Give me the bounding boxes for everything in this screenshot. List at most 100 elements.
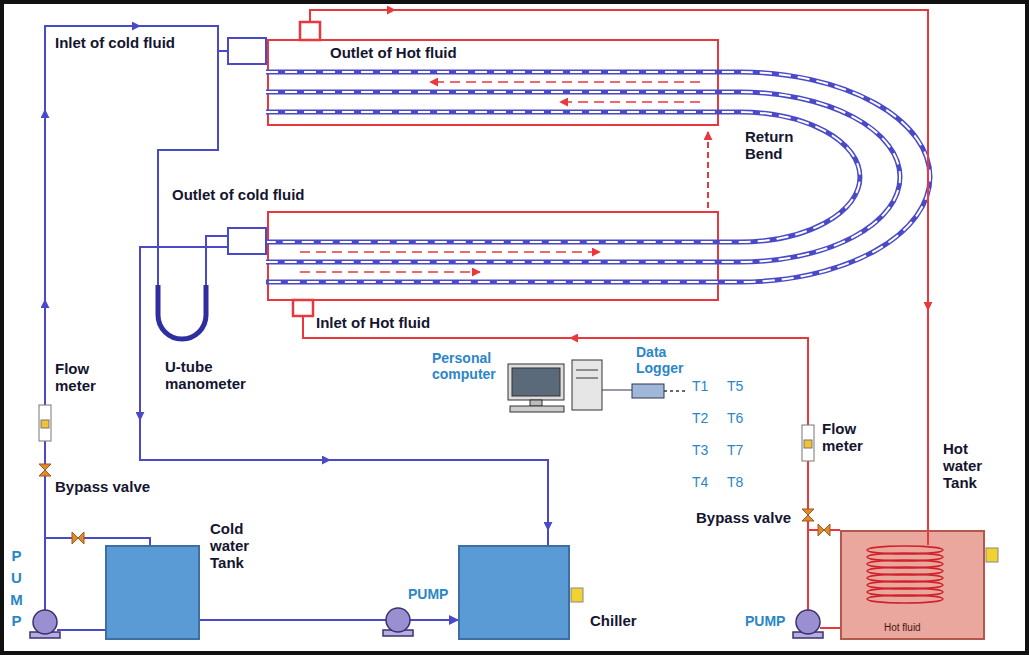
pump-symbol	[386, 608, 410, 632]
controller-box	[571, 548, 998, 602]
hot-pipe	[570, 337, 600, 339]
node-heading: Hot water Tank	[943, 440, 1001, 491]
cold-pipe	[140, 247, 548, 545]
hot-pipe	[370, 9, 395, 11]
hot-pipe	[303, 316, 808, 610]
part-label: Personal computer	[432, 350, 532, 382]
u-tube-bundle	[266, 92, 900, 262]
data-logger-icon	[632, 384, 664, 398]
part-label: Flow meter	[822, 420, 882, 454]
part-label: Flow meter	[55, 360, 110, 394]
tube-header	[228, 228, 266, 254]
controller-box	[986, 548, 998, 562]
tank-fill	[105, 545, 200, 640]
sensor-label: T1	[692, 378, 708, 394]
node-heading: Cold water Tank	[210, 520, 265, 571]
cold-pipe	[45, 26, 548, 630]
valve-symbol	[39, 464, 51, 476]
sensor-label: T7	[727, 442, 743, 458]
port-label: Inlet of Hot fluid	[316, 314, 430, 331]
valve-symbol	[818, 524, 830, 536]
cold-pipe	[45, 538, 150, 545]
computer-icon	[508, 360, 632, 412]
part-label: Bypass valve	[696, 509, 791, 526]
cold-pipe	[57, 629, 105, 631]
node-note: Hot fluid	[884, 622, 921, 633]
flow-meter-symbol	[41, 420, 49, 428]
u-tube-bundle	[266, 72, 930, 282]
heat-exchanger-shell	[430, 81, 700, 83]
cold-pipe	[110, 25, 140, 27]
computer-icon	[576, 370, 598, 378]
port-label: Outlet of Hot fluid	[330, 44, 457, 61]
u-tube-bundle	[266, 92, 900, 262]
sensor-label: T6	[727, 410, 743, 426]
computer-icon	[512, 368, 560, 396]
tube-header	[228, 38, 266, 64]
part-label: Bypass valve	[55, 478, 150, 495]
cold-pipe	[44, 300, 46, 330]
tank-fill	[458, 545, 570, 640]
computer-icon	[602, 390, 632, 391]
sensor-label: T8	[727, 474, 743, 490]
manometer-fluid	[158, 285, 206, 339]
flow-meter-symbol	[804, 440, 812, 448]
heat-exchanger-shell	[300, 271, 480, 273]
tank-fill	[840, 530, 985, 640]
pump-symbol	[33, 610, 57, 634]
flow-meter-symbol	[39, 405, 814, 461]
computer-icon	[508, 364, 564, 400]
heat-exchanger-shell	[300, 22, 320, 40]
valve-symbol	[802, 509, 814, 521]
heat-exchanger-shell	[300, 251, 600, 253]
u-tube-bundle	[266, 72, 930, 282]
u-tube-bundle	[266, 72, 930, 282]
heat-exchanger-shell	[268, 22, 718, 316]
part-label: Data Logger	[636, 344, 696, 376]
water-tank: Hot water TankHot fluid	[840, 530, 985, 640]
sensor-label: T4	[692, 474, 708, 490]
heat-exchanger-shell	[560, 101, 700, 103]
port-label: Inlet of cold fluid	[55, 34, 175, 51]
data-logger-icon	[632, 384, 686, 398]
sensor-label: T5	[727, 378, 743, 394]
flow-meter-symbol	[39, 405, 51, 441]
cold-pipe	[300, 459, 330, 461]
cold-pipe	[547, 500, 549, 530]
pump-label: PUMP	[408, 586, 448, 602]
pump-symbol	[796, 610, 820, 634]
computer-icon	[572, 360, 602, 410]
valve-symbol	[72, 532, 84, 544]
controller-box	[571, 588, 583, 602]
tube-header	[228, 38, 266, 254]
cold-pipe	[139, 390, 141, 420]
u-tube-bundle	[266, 112, 860, 242]
part-label: U-tube manometer	[165, 358, 260, 392]
port-label: Outlet of cold fluid	[172, 186, 304, 203]
heat-exchanger-shell	[268, 212, 718, 300]
hot-pipe	[310, 10, 928, 545]
computer-icon	[510, 406, 564, 412]
pump-symbol	[30, 608, 823, 638]
data-logger-icon	[664, 390, 686, 392]
pipe-connector	[200, 619, 458, 621]
cold-pipe	[45, 26, 228, 610]
sensor-label: T3	[692, 442, 708, 458]
cold-pipe	[44, 110, 46, 140]
hot-pipe	[927, 285, 929, 310]
heating-coil	[867, 546, 943, 603]
hot-pipe	[303, 10, 928, 628]
water-tank: Cold water Tank	[105, 545, 200, 640]
flow-meter-symbol	[802, 425, 814, 461]
u-tube-bundle	[266, 112, 860, 242]
chiller-tank: Chiller	[458, 545, 570, 640]
heat-exchanger-shell	[707, 132, 709, 208]
part-label: Return Bend	[745, 128, 807, 162]
computer-icon	[530, 400, 542, 406]
valve-symbol	[39, 464, 830, 544]
heating-coil	[867, 595, 943, 603]
node-heading: Chiller	[590, 612, 637, 629]
